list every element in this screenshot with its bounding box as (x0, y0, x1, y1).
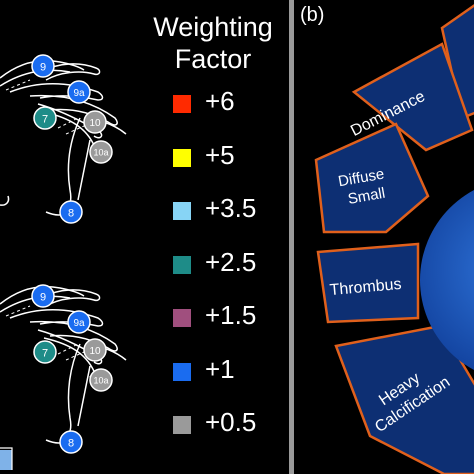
node-8-top: 8 (59, 200, 83, 224)
svg-text:10a: 10a (93, 376, 108, 386)
legend-value: +0.5 (205, 407, 257, 437)
svg-text:9: 9 (40, 292, 46, 304)
legend-value: +2.5 (205, 246, 257, 277)
svg-text:10: 10 (89, 118, 101, 129)
node-9a-bottom: 9a (67, 310, 91, 334)
legend-title-line2: Factor (174, 44, 252, 74)
legend-title-line1: Weighting (153, 12, 273, 42)
node-9a-top: 9a (67, 80, 91, 104)
panel-label-b: (b) (300, 4, 325, 26)
top-tree-dashes (5, 79, 85, 135)
legend-value: +5 (205, 139, 235, 170)
lesion-factors-wheel: Dominance Diffuse Small Thrombus Heavy C… (314, 4, 474, 474)
panel-a: 9 9a 7 10 10a 8 (0, 12, 273, 470)
node-10a-bottom: 10a (89, 368, 113, 392)
legend-value: +1 (205, 353, 235, 384)
segment-thrombus (316, 242, 420, 324)
legend-swatch (173, 148, 191, 167)
top-tree-vessels (0, 59, 127, 216)
node-7-bottom: 7 (33, 340, 57, 364)
svg-text:10a: 10a (93, 148, 108, 158)
node-9-bottom: 9 (31, 284, 55, 308)
panel-b: Dominance Diffuse Small Thrombus Heavy C… (294, 0, 474, 474)
panel-divider (289, 0, 294, 474)
segment-diffuse-small (314, 122, 430, 234)
top-tree-nodes: 9 9a 7 10 10a 8 (31, 54, 113, 224)
node-10-top: 10 (83, 110, 107, 134)
legend-swatch (173, 309, 191, 327)
legend-value: +3.5 (205, 193, 257, 223)
partial-vessel (0, 447, 13, 470)
legend-swatch (173, 95, 191, 113)
svg-text:7: 7 (42, 114, 48, 126)
svg-text:9a: 9a (73, 88, 85, 99)
legend-value: +6 (205, 86, 235, 116)
partial-segment-marker (0, 450, 12, 470)
svg-text:7: 7 (42, 348, 48, 360)
bottom-tree-dashes (5, 305, 85, 361)
svg-text:8: 8 (68, 208, 74, 220)
coronary-tree-diagrams: 9 9a 7 10 10a 8 (0, 54, 127, 470)
svg-text:8: 8 (68, 438, 74, 450)
legend-swatch (173, 255, 191, 274)
svg-text:10: 10 (89, 346, 101, 357)
bottom-tree-vessels (0, 285, 127, 444)
bottom-tree-nodes: 9 9a 7 10 10a 8 (31, 284, 113, 454)
legend-swatch (173, 202, 191, 220)
legend-swatch (173, 416, 191, 434)
node-9-top: 9 (31, 54, 55, 78)
svg-text:9a: 9a (73, 318, 85, 329)
wheel-hub (420, 190, 474, 370)
node-7-top: 7 (33, 106, 57, 130)
segment-dominance (351, 42, 474, 152)
segment-label-thrombus: Thrombus (329, 276, 402, 299)
legend-swatch (173, 362, 191, 381)
node-8-bottom: 8 (59, 430, 83, 454)
svg-text:9: 9 (40, 62, 46, 74)
node-10-bottom: 10 (83, 338, 107, 362)
legend-value: +1.5 (205, 300, 257, 330)
node-10a-top: 10a (89, 140, 113, 164)
